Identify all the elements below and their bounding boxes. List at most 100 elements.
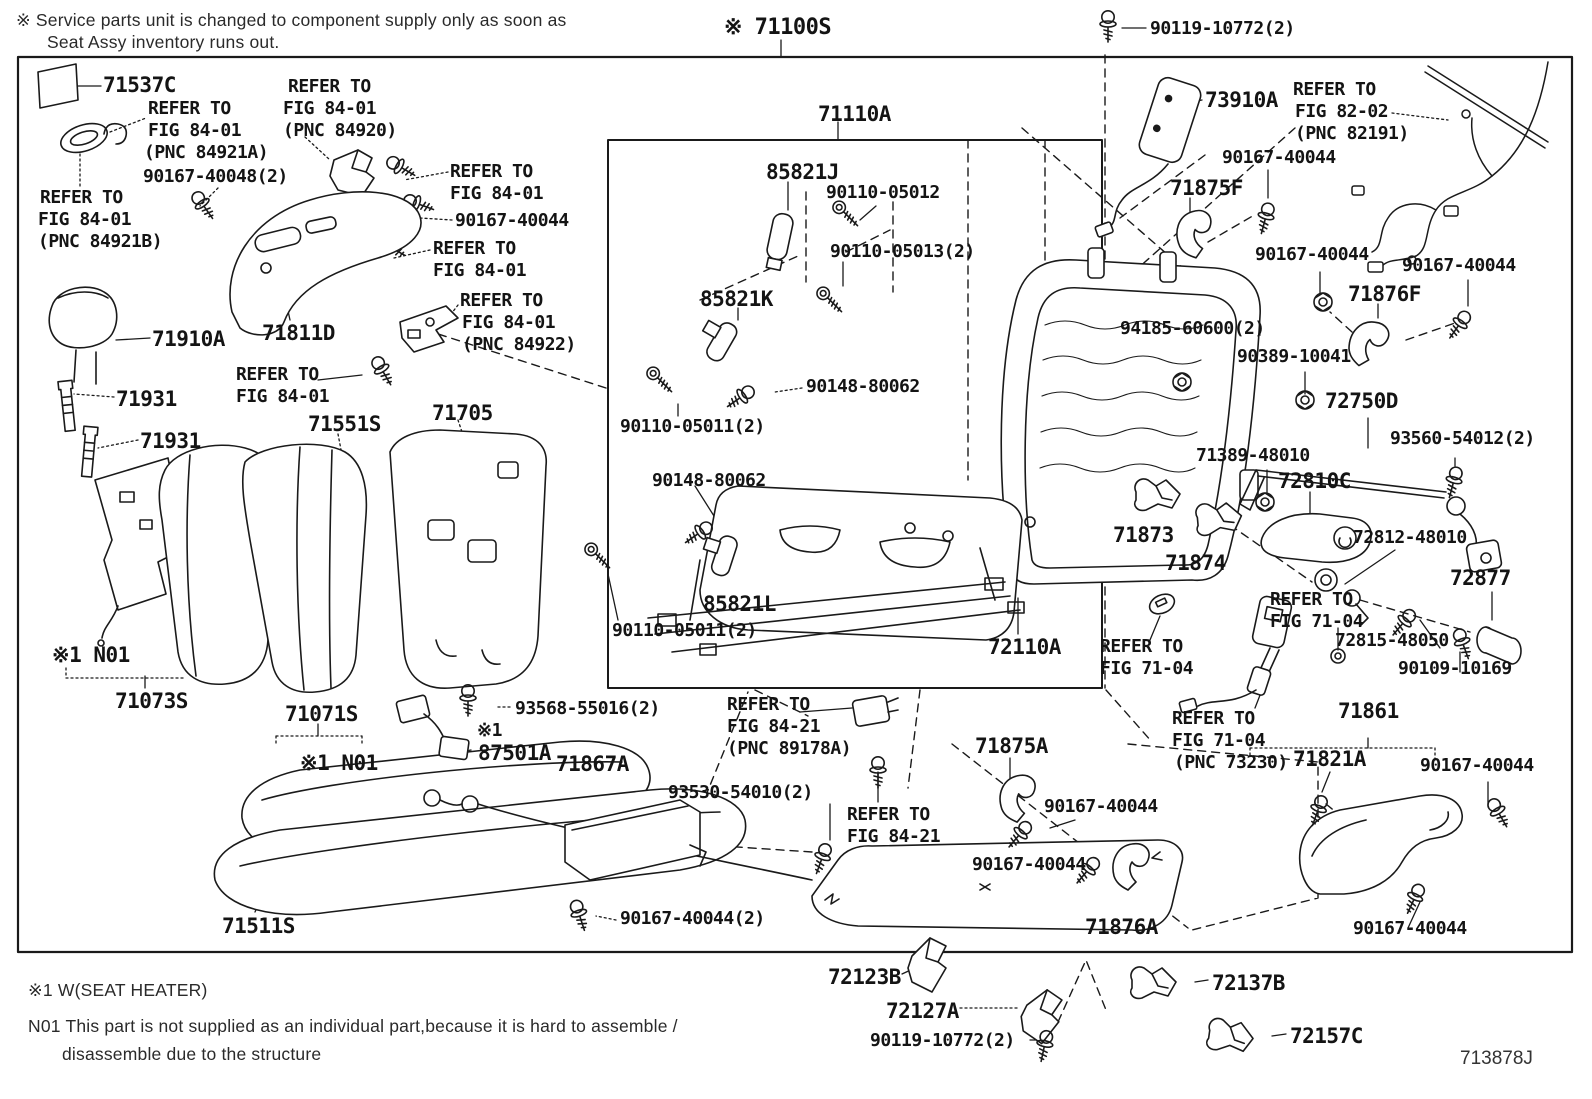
pn-71876A: 71876A: [1085, 915, 1158, 939]
pn-90389-10041: 90389-10041: [1237, 346, 1351, 367]
ref-8421-b-l1: REFER TO: [847, 804, 930, 825]
pn-90110-05013: 90110-05013(2): [830, 241, 975, 262]
ref-8421-a-l3: (PNC 89178A): [727, 738, 852, 759]
buckle-loop-7104: [1148, 593, 1176, 615]
ref-7104-c-l1: REFER TO: [1172, 708, 1255, 729]
ref-8401-b-l2: FIG 84-01: [433, 260, 527, 281]
grommet-72812: [1314, 568, 1369, 627]
pn-71511S: 71511S: [222, 914, 295, 938]
pn-90167-40044-b: 90167-40044: [1222, 147, 1336, 168]
pn-85821L: 85821L: [703, 592, 776, 616]
armrest-72810C: [1260, 512, 1372, 564]
cushion-shield-71861: [1298, 794, 1463, 895]
pn-90167-40048: 90167-40048(2): [143, 166, 288, 187]
ref-84921B-l2: FIG 84-01: [38, 209, 132, 230]
cushion-heater-pad: [811, 839, 1184, 931]
pn-71551S: 71551S: [308, 412, 381, 436]
pn-90119-10772-top: 90119-10772(2): [1150, 18, 1295, 39]
ref-8202-l2: FIG 82-02: [1295, 101, 1389, 122]
pn-73910A: 73910A: [1205, 88, 1278, 112]
ref-8202-l1: REFER TO: [1293, 79, 1376, 100]
pn-90148-80062-a: 90148-80062: [806, 376, 920, 397]
seat-frame-assembly-72110A: [647, 247, 1261, 656]
ref-84920-l2: FIG 84-01: [283, 98, 377, 119]
pn-90167-40044-g: 90167-40044: [972, 854, 1086, 875]
ref-84920-l3: (PNC 84920): [283, 120, 397, 141]
pn-72137B: 72137B: [1212, 971, 1285, 995]
pad-84921: [60, 122, 128, 154]
pn-90167-40044-e: 90167-40044: [1420, 755, 1534, 776]
pn-71875F: 71875F: [1170, 176, 1243, 200]
motor-85821L: [702, 535, 738, 577]
pn-71910A: 71910A: [152, 327, 225, 351]
ref-84921A-l1: REFER TO: [148, 98, 231, 119]
pn-93530-54010: 93530-54010(2): [668, 782, 813, 803]
service-note-line2: Seat Assy inventory runs out.: [47, 32, 280, 52]
seatback-board-71705: [389, 429, 547, 689]
outer-border: [16, 55, 1574, 954]
pn-71811D: 71811D: [262, 321, 335, 345]
ref-8401-a-l2: FIG 84-01: [450, 183, 544, 204]
pn-90167-40044-a: 90167-40044: [455, 210, 569, 231]
footnote-n01-line1: N01 This part is not supplied as an indi…: [28, 1016, 678, 1036]
pn-71071S: 71071S: [285, 702, 358, 726]
knob-72877: [1476, 626, 1522, 665]
pn-72750D: 72750D: [1325, 389, 1398, 413]
pn-90148-80062-b: 90148-80062: [652, 470, 766, 491]
pn-71876F: 71876F: [1348, 282, 1421, 306]
ref-8401-c-l1: REFER TO: [236, 364, 319, 385]
ref-84920-l1: REFER TO: [288, 76, 371, 97]
pn-72815-48050: 72815-48050: [1335, 630, 1449, 651]
seatback-side-frame-71811D: [229, 191, 422, 336]
motor-85821J: [765, 212, 794, 272]
note-x1-87501A: ※1: [477, 720, 502, 741]
pn-71861: 71861: [1338, 699, 1399, 723]
ref-7104-a-l2: FIG 71-04: [1270, 611, 1364, 632]
motor-85821K: [701, 319, 738, 362]
ref-8401-c-l2: FIG 84-01: [236, 386, 330, 407]
pn-90167-40044-visor: 90167-40044(2): [620, 908, 765, 929]
pn-71073S: 71073S: [115, 689, 188, 713]
pn-90119-10772-bottom: 90119-10772(2): [870, 1030, 1015, 1051]
assembly-code-71100S: ※ 71100S: [724, 15, 832, 40]
pn-90167-40044-d: 90167-40044: [1402, 255, 1516, 276]
pn-72123B: 72123B: [828, 965, 901, 989]
ref-8401-b-l1: REFER TO: [433, 238, 516, 259]
wire-harness-82191: [1351, 61, 1549, 273]
pn-71821A: 71821A: [1293, 747, 1366, 771]
ref-84922-l1: REFER TO: [460, 290, 543, 311]
pn-71875A: 71875A: [975, 734, 1048, 758]
ref-7104-c-l2: FIG 71-04: [1172, 730, 1266, 751]
pn-85821J: 85821J: [766, 160, 839, 184]
ref-8421-b-l2: FIG 84-21: [847, 826, 941, 847]
ref-84921B-l3: (PNC 84921B): [38, 231, 163, 252]
pn-72110A: 72110A: [988, 635, 1061, 659]
connector-89178A: [851, 695, 899, 727]
headrest-support-71931-2: [80, 425, 99, 478]
pn-87501A: 87501A: [478, 741, 551, 765]
pn-72127A: 72127A: [886, 999, 959, 1023]
pn-90167-40044-h: 90167-40044: [1353, 918, 1467, 939]
pn-71873: 71873: [1113, 523, 1174, 547]
pn-90167-40044-c: 90167-40044: [1255, 244, 1369, 265]
ref-7104-b-l1: REFER TO: [1100, 636, 1183, 657]
pn-90109-10169: 90109-10169: [1398, 658, 1512, 679]
footnote-n01-line2: disassemble due to the structure: [62, 1044, 322, 1064]
ref-84921A-l3: (PNC 84921A): [144, 142, 269, 163]
pn-72812-48010: 72812-48010: [1353, 527, 1467, 548]
pn-90110-05012: 90110-05012: [826, 182, 940, 203]
pn-93568-55016: 93568-55016(2): [515, 698, 660, 719]
ref-8401-a-l1: REFER TO: [450, 161, 533, 182]
pn-71110A: 71110A: [818, 102, 891, 126]
dotted-leader-lines: [65, 112, 1449, 1009]
pn-71705: 71705: [432, 401, 493, 425]
pn-71931-2: 71931: [140, 429, 201, 453]
pn-71867A: 71867A: [556, 752, 629, 776]
note-n01-cushion: ※1 N01: [300, 751, 378, 775]
ref-84921B-l1: REFER TO: [40, 187, 123, 208]
pn-85821K: 85821K: [700, 287, 773, 311]
pn-71537C: 71537C: [103, 73, 176, 97]
inner-belt-buckle-7104: [1178, 595, 1346, 714]
